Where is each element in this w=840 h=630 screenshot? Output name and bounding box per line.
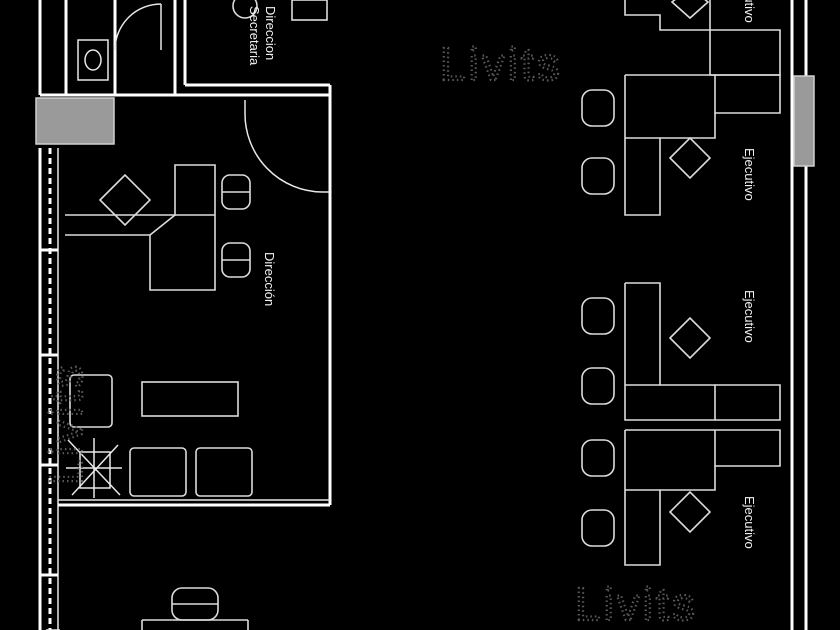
column-right	[793, 75, 815, 167]
room-label-secretaria-2: Direccion	[263, 6, 278, 60]
watermarks: Livits Livits Livits	[39, 37, 698, 630]
room-label-ejecutivo-3: Ejecutivo	[742, 290, 757, 343]
room-label-ejecutivo-4: Ejecutivo	[742, 496, 757, 549]
watermark-bottom: Livits	[575, 578, 698, 630]
room-label-ejecutivo-1: Ejecutivo	[742, 0, 757, 23]
room-label-secretaria: Secretaria	[247, 6, 262, 66]
secretaria-office	[173, 0, 332, 100]
watermark-middle: Livits	[40, 362, 92, 485]
room-label-direccion: Dirección	[262, 252, 277, 306]
reception-chair	[141, 587, 249, 630]
direccion-office	[58, 100, 332, 507]
column-left	[35, 97, 115, 145]
watermark-top: Livits	[440, 38, 563, 90]
bathroom	[40, 0, 175, 97]
ejecutivo-desks	[581, 0, 781, 566]
room-label-ejecutivo-2: Ejecutivo	[742, 148, 757, 201]
